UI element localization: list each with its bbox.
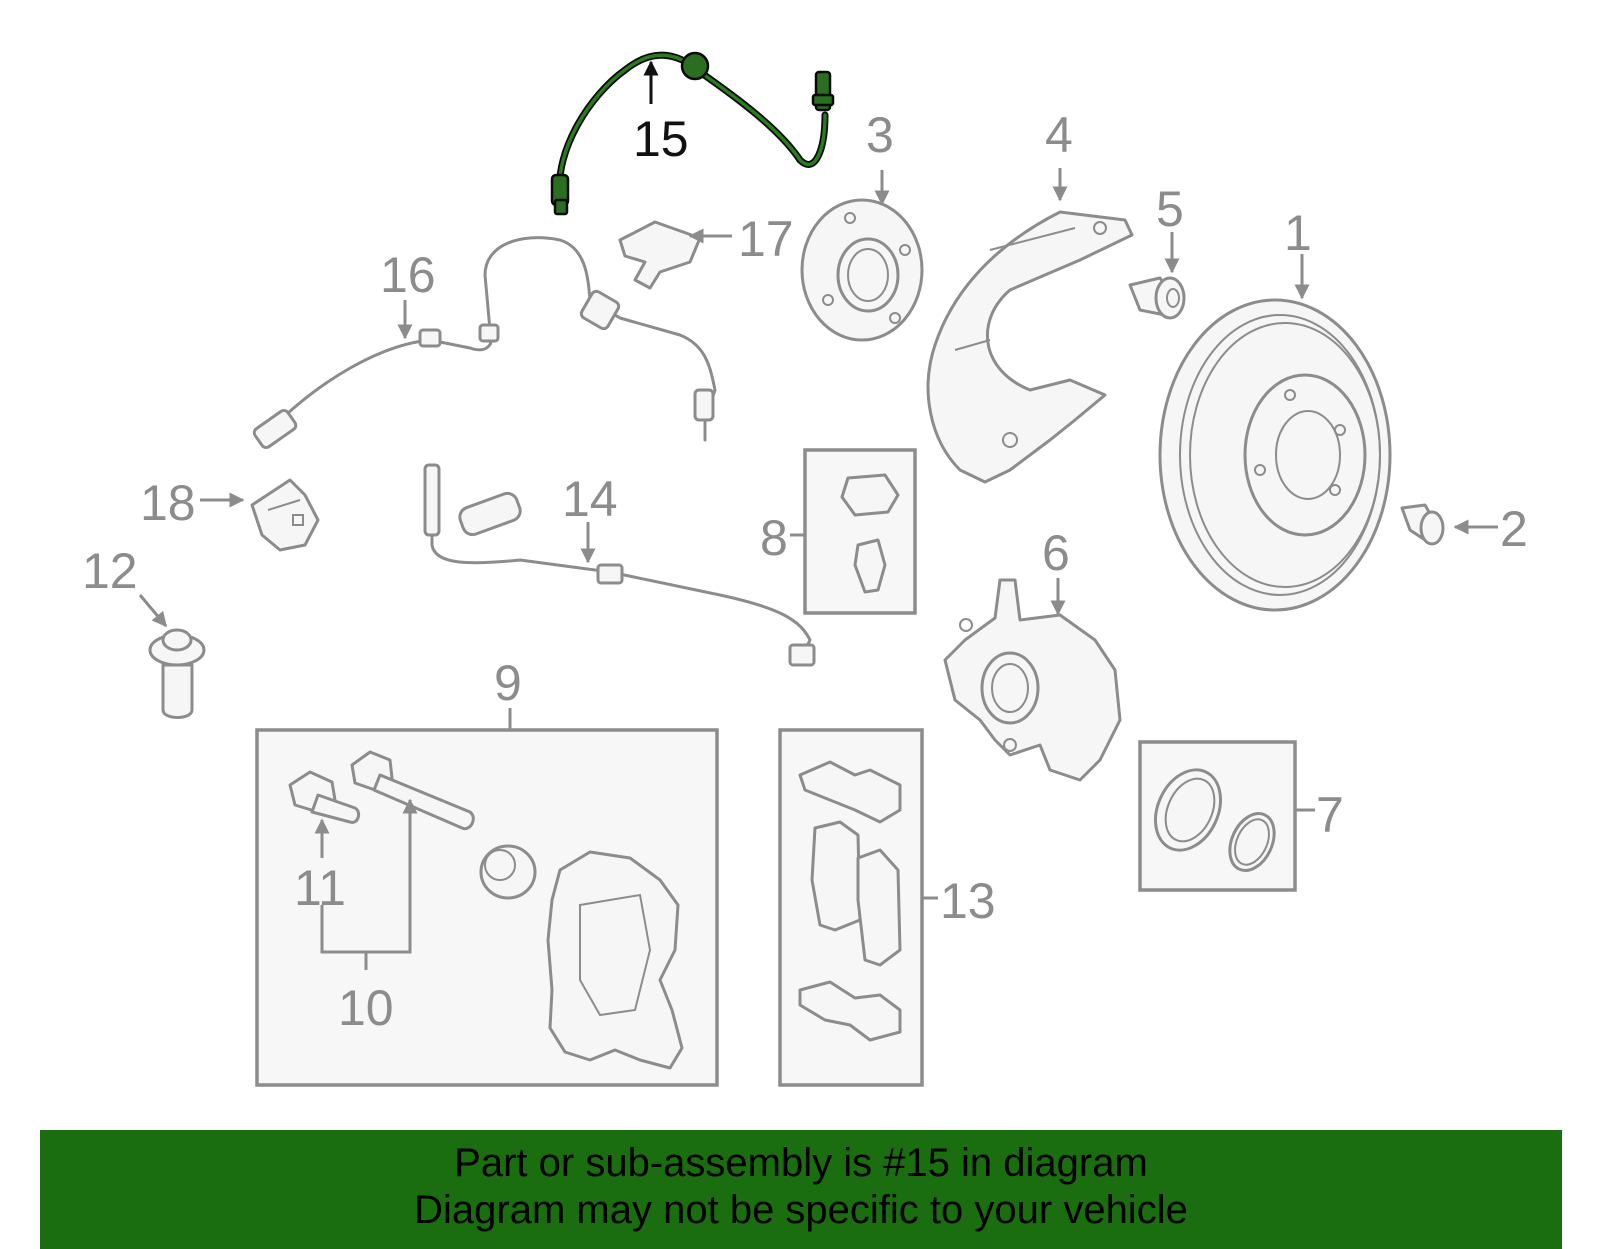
part-8-kit xyxy=(803,448,917,615)
info-banner: Part or sub-assembly is #15 in diagram D… xyxy=(40,1130,1562,1249)
part-14-pad-wear-sensor xyxy=(423,463,816,667)
banner-line-2: Diagram may not be specific to your vehi… xyxy=(414,1188,1188,1232)
callout-10: 10 xyxy=(338,980,394,1036)
part-5-bolt xyxy=(1128,276,1186,320)
part-13-brake-pad-kit xyxy=(778,728,924,1087)
callout-11: 11 xyxy=(294,860,346,916)
banner-line-1: Part or sub-assembly is #15 in diagram xyxy=(454,1141,1148,1185)
part-2-wheel-bolt xyxy=(1400,503,1445,546)
callout-1: 1 xyxy=(1284,205,1312,261)
part-9-carrier-kit xyxy=(255,728,719,1087)
callout-8: 8 xyxy=(760,510,788,566)
part-15-brake-hose[interactable] xyxy=(550,51,835,216)
callout-18: 18 xyxy=(140,475,196,531)
callout-15: 15 xyxy=(633,111,689,167)
callout-5: 5 xyxy=(1156,181,1184,237)
callout-2: 2 xyxy=(1500,501,1528,557)
callout-16: 16 xyxy=(380,247,436,303)
part-1-brake-rotor xyxy=(1158,298,1392,612)
part-4-splash-shield xyxy=(926,210,1134,484)
callout-7: 7 xyxy=(1316,787,1344,843)
part-17-bracket xyxy=(618,220,702,290)
part-7-seal-kit xyxy=(1138,740,1297,892)
callout-14: 14 xyxy=(562,471,618,527)
part-6-caliper xyxy=(943,578,1122,782)
callout-12: 12 xyxy=(82,543,138,599)
part-12-caliper-bolt xyxy=(148,628,206,719)
callout-6: 6 xyxy=(1042,525,1070,581)
callout-13: 13 xyxy=(940,873,996,929)
part-3-hub-bearing xyxy=(800,198,924,342)
part-18-clip xyxy=(250,478,320,552)
part-16-abs-sensor-cable xyxy=(252,236,717,450)
callout-4: 4 xyxy=(1045,107,1073,163)
callout-9: 9 xyxy=(494,655,522,711)
callout-3: 3 xyxy=(866,107,894,163)
callout-17: 17 xyxy=(738,211,794,267)
